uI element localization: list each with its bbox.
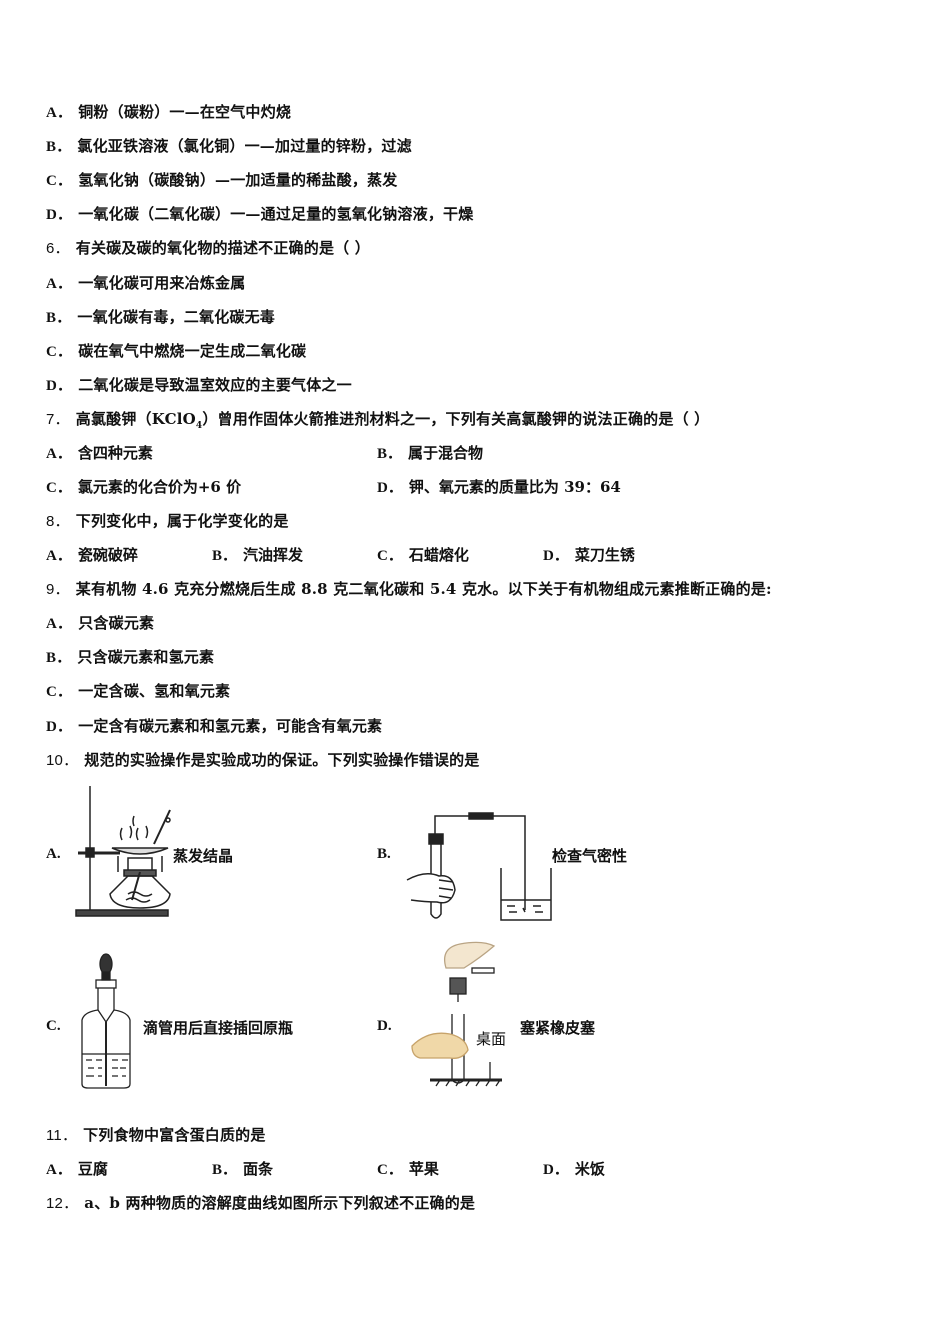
q10-figure-c-caption: 滴管用后直接插回原瓶 bbox=[143, 1019, 294, 1037]
dropper-bottle-icon bbox=[81, 953, 131, 1089]
q11-option-c: C．苹果 bbox=[377, 1160, 439, 1178]
q9-stem: 9．某有机物 4.6 克充分燃烧后生成 8.8 克二氧化碳和 5.4 克水。以下… bbox=[46, 580, 772, 598]
q10-figure-c-letter: C. bbox=[46, 1018, 61, 1034]
q9-option-b: B．只含碳元素和氢元素 bbox=[46, 648, 215, 666]
evaporation-apparatus-icon bbox=[75, 786, 171, 917]
q11-option-b: B．面条 bbox=[212, 1160, 274, 1178]
q6-option-c: C．碳在氧气中燃烧一定生成二氧化碳 bbox=[46, 342, 307, 360]
q10-figure-a-caption: 蒸发结晶 bbox=[173, 847, 234, 865]
q6-option-d: D．二氧化碳是导致温室效应的主要气体之一 bbox=[46, 376, 352, 394]
q7-option-a: A．含四种元素 bbox=[46, 444, 153, 462]
q10-figure-d-letter: D. bbox=[377, 1018, 392, 1034]
q10-figure-a-letter: A. bbox=[46, 846, 61, 862]
q10-figure-d-desk-label: 桌面 bbox=[476, 1030, 507, 1048]
q11-option-a: A．豆腐 bbox=[46, 1160, 108, 1178]
q10-stem: 10．规范的实验操作是实验成功的保证。下列实验操作错误的是 bbox=[46, 751, 480, 769]
q7-stem: 7．高氯酸钾（KClO4）曾用作固体火箭推进剂材料之一，下列有关高氯酸钾的说法正… bbox=[46, 410, 710, 431]
q7-option-c: C．氯元素的化合价为+6 价 bbox=[46, 478, 242, 496]
q10-figure-d-caption: 塞紧橡皮塞 bbox=[520, 1019, 596, 1037]
q9-option-c: C．一定含碳、氢和氧元素 bbox=[46, 682, 231, 700]
q8-stem: 8．下列变化中，属于化学变化的是 bbox=[46, 512, 289, 530]
q12-stem: 12．a、b 两种物质的溶解度曲线如图所示下列叙述不正确的是 bbox=[46, 1194, 476, 1212]
q8-option-c: C．石蜡熔化 bbox=[377, 546, 469, 564]
q10-figure-b-letter: B. bbox=[377, 846, 391, 862]
q7-option-d: D．钾、氧元素的质量比为 39：64 bbox=[377, 478, 621, 496]
q6-option-a: A．一氧化碳可用来冶炼金属 bbox=[46, 274, 246, 292]
q7-option-b: B．属于混合物 bbox=[377, 444, 484, 462]
q8-option-a: A．瓷碗破碎 bbox=[46, 546, 138, 564]
q8-option-d: D．菜刀生锈 bbox=[543, 546, 635, 564]
q6-option-b: B．一氧化碳有毒，二氧化碳无毒 bbox=[46, 308, 276, 326]
q5-option-a: A．铜粉（碳粉）一—在空气中灼烧 bbox=[46, 103, 292, 121]
q5-option-c: C．氢氧化钠（碳酸钠）—一加适量的稀盐酸，蒸发 bbox=[46, 171, 398, 189]
q5-option-b: B．氯化亚铁溶液（氯化铜）一—加过量的锌粉，过滤 bbox=[46, 137, 412, 155]
q9-option-a: A．只含碳元素 bbox=[46, 614, 155, 632]
insert-stopper-apparatus-icon bbox=[411, 941, 502, 1087]
q10-figure-b-caption: 检查气密性 bbox=[552, 847, 628, 865]
q6-stem: 6．有关碳及碳的氧化物的描述不正确的是（ ） bbox=[46, 239, 370, 257]
q9-option-d: D．一定含有碳元素和和氢元素，可能含有氧元素 bbox=[46, 717, 383, 735]
q5-option-d: D．一氧化碳（二氧化碳）一—通过足量的氢氧化钠溶液，干燥 bbox=[46, 205, 474, 223]
airtightness-check-apparatus-icon bbox=[406, 812, 552, 921]
q11-stem: 11．下列食物中富含蛋白质的是 bbox=[46, 1126, 266, 1144]
q8-option-b: B．汽油挥发 bbox=[212, 546, 304, 564]
q11-option-d: D．米饭 bbox=[543, 1160, 605, 1178]
